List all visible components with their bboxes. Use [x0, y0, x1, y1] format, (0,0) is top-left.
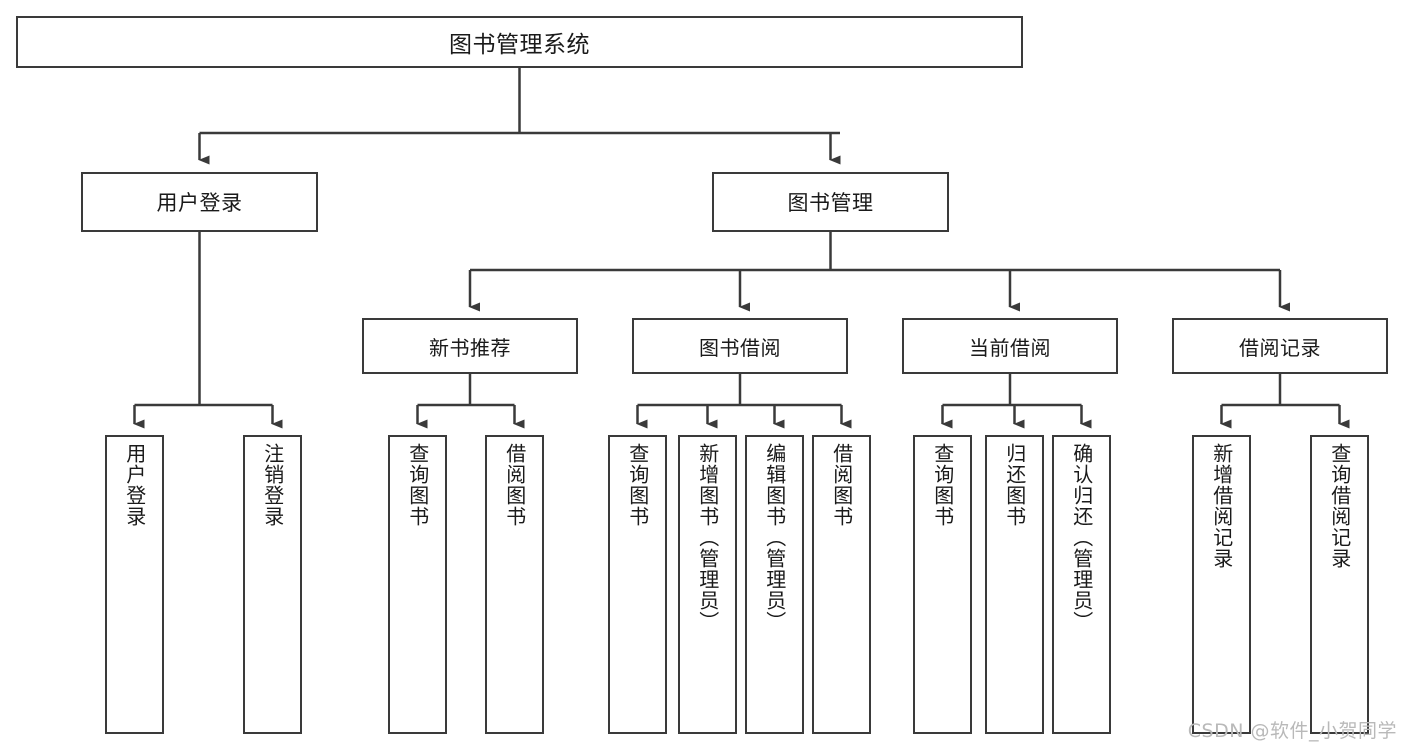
node-borrow-record-label: 借阅记录 — [1239, 335, 1321, 360]
node-book-borrow[interactable]: 图书借阅 — [632, 318, 848, 374]
node-leaf-query-book-current-label: 查询图书 — [930, 443, 955, 527]
node-leaf-confirm-return[interactable]: 确认归还（管理员） — [1052, 435, 1111, 734]
node-leaf-borrow-book-recommend-label: 借阅图书 — [502, 443, 527, 527]
edge-root-to-level1 — [198, 68, 841, 165]
node-book-manage[interactable]: 图书管理 — [712, 172, 949, 232]
node-user-login[interactable]: 用户登录 — [81, 172, 318, 232]
node-leaf-logout[interactable]: 注销登录 — [243, 435, 302, 734]
node-leaf-add-borrow-record-label: 新增借阅记录 — [1209, 443, 1234, 569]
csdn-watermark: CSDN @软件_小贺同学 — [1187, 720, 1397, 742]
node-leaf-confirm-return-label: 确认归还（管理员） — [1069, 443, 1094, 632]
node-new-book-recommend[interactable]: 新书推荐 — [362, 318, 578, 374]
node-leaf-edit-book-label: 编辑图书（管理员） — [762, 443, 787, 632]
node-user-login-label: 用户登录 — [156, 191, 243, 215]
node-leaf-query-book-recommend[interactable]: 查询图书 — [388, 435, 447, 734]
node-root-system[interactable]: 图书管理系统 — [16, 16, 1023, 68]
node-leaf-query-book-current[interactable]: 查询图书 — [913, 435, 972, 734]
edge-bookborrow-to-leaves — [636, 374, 852, 429]
node-leaf-query-borrow-record-label: 查询借阅记录 — [1327, 443, 1352, 569]
node-leaf-query-book-borrow[interactable]: 查询图书 — [608, 435, 667, 734]
edge-currentborrow-to-leaves — [941, 374, 1092, 429]
node-leaf-borrow-book[interactable]: 借阅图书 — [812, 435, 871, 734]
edge-borrowrecord-to-leaves — [1220, 374, 1350, 429]
node-leaf-user-login-label: 用户登录 — [122, 443, 147, 527]
node-leaf-borrow-book-recommend[interactable]: 借阅图书 — [485, 435, 544, 734]
edge-bookmanage-to-level2 — [468, 232, 1290, 312]
node-leaf-query-book-borrow-label: 查询图书 — [625, 443, 650, 527]
edge-userlogin-to-leaves — [133, 232, 283, 429]
node-new-book-recommend-label: 新书推荐 — [429, 335, 511, 360]
node-leaf-return-book-label: 归还图书 — [1002, 443, 1027, 527]
node-leaf-add-book[interactable]: 新增图书（管理员） — [678, 435, 737, 734]
edge-newbook-to-leaves — [416, 374, 525, 429]
node-root-system-label: 图书管理系统 — [449, 32, 590, 58]
node-current-borrow-label: 当前借阅 — [969, 335, 1051, 360]
node-leaf-query-borrow-record[interactable]: 查询借阅记录 — [1310, 435, 1369, 734]
node-borrow-record[interactable]: 借阅记录 — [1172, 318, 1388, 374]
node-leaf-add-borrow-record[interactable]: 新增借阅记录 — [1192, 435, 1251, 734]
node-leaf-query-book-recommend-label: 查询图书 — [405, 443, 430, 527]
node-leaf-add-book-label: 新增图书（管理员） — [695, 443, 720, 632]
node-leaf-return-book[interactable]: 归还图书 — [985, 435, 1044, 734]
node-leaf-borrow-book-label: 借阅图书 — [829, 443, 854, 527]
node-leaf-logout-label: 注销登录 — [260, 443, 285, 527]
node-book-borrow-label: 图书借阅 — [699, 335, 781, 360]
node-leaf-edit-book[interactable]: 编辑图书（管理员） — [745, 435, 804, 734]
node-current-borrow[interactable]: 当前借阅 — [902, 318, 1118, 374]
node-book-manage-label: 图书管理 — [787, 191, 874, 215]
node-leaf-user-login[interactable]: 用户登录 — [105, 435, 164, 734]
